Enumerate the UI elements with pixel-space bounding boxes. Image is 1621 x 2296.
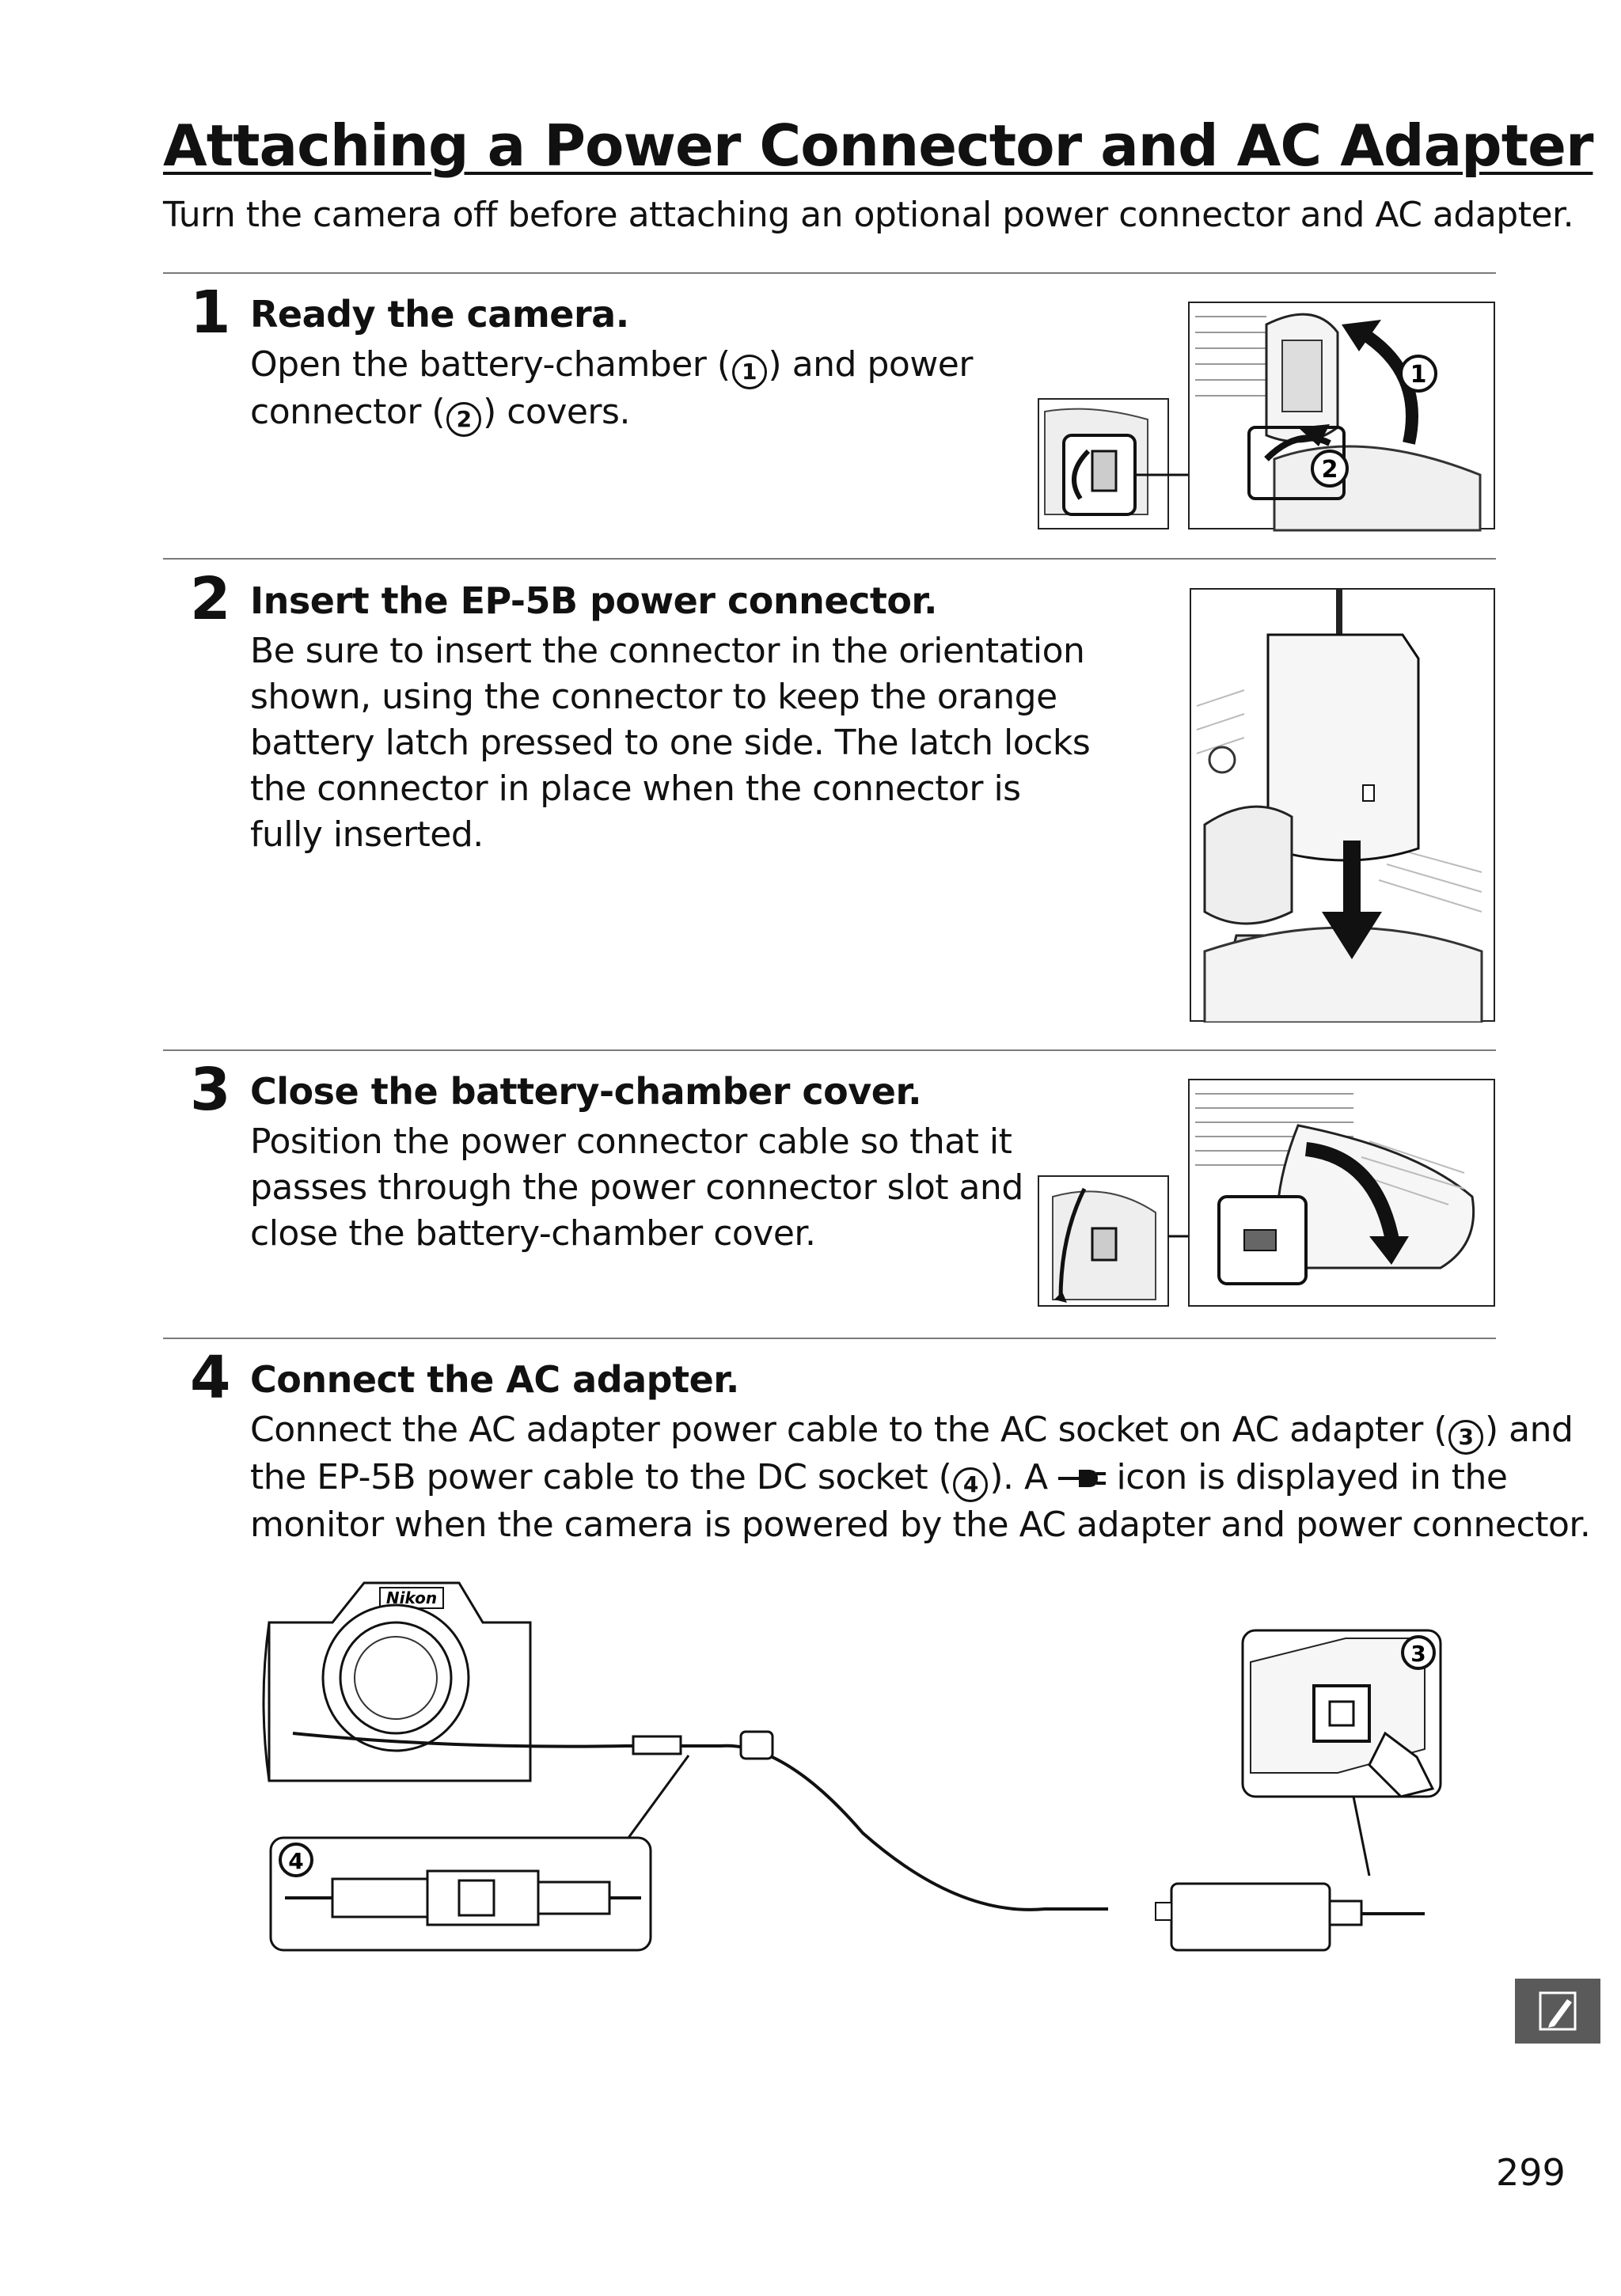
- chapter-tab: [1515, 1979, 1600, 2044]
- divider: [163, 558, 1496, 560]
- step-number: 3: [190, 1056, 231, 1124]
- note-pencil-icon: [1539, 1991, 1577, 2031]
- divider: [163, 272, 1496, 274]
- divider: [163, 1049, 1496, 1051]
- callout-badge: 4: [953, 1467, 989, 1502]
- step-number: 4: [190, 1344, 231, 1412]
- step-number: 1: [190, 279, 231, 347]
- step-body: Connect the AC adapter power cable to th…: [250, 1410, 1591, 1545]
- step-title: Close the battery-chamber cover.: [250, 1070, 922, 1113]
- divider: [163, 1338, 1496, 1339]
- step-title: Ready the camera.: [250, 293, 629, 336]
- callout-2: 2: [1322, 456, 1338, 484]
- close-cover-illustration: [1038, 1079, 1495, 1307]
- step-body: Position the power connector cable so th…: [250, 1121, 1023, 1254]
- intro-text: Turn the camera off before attaching an …: [163, 195, 1574, 235]
- step-body: Be sure to insert the connector in the o…: [250, 631, 1091, 855]
- callout-1: 1: [1410, 361, 1427, 389]
- step-title: Connect the AC adapter.: [250, 1358, 739, 1401]
- callout-4: 4: [288, 1848, 303, 1874]
- ac-plug-icon: [1058, 1456, 1107, 1502]
- callout-badge: 3: [1448, 1420, 1483, 1455]
- ac-adapter-connection-illustration: Nikon 3 4: [262, 1581, 1442, 1952]
- step-body: Open the battery-chamber (1) and power c…: [250, 342, 973, 437]
- open-covers-illustration: 1 2: [1038, 302, 1495, 532]
- page-number: 299: [1496, 2151, 1566, 2194]
- callout-badge: 2: [446, 402, 482, 437]
- insert-connector-illustration: [1190, 588, 1495, 1023]
- callout-3: 3: [1410, 1641, 1425, 1667]
- step-number: 2: [190, 565, 231, 633]
- page-title: Attaching a Power Connector and AC Adapt…: [163, 112, 1593, 179]
- callout-badge: 1: [731, 355, 767, 389]
- step-title: Insert the EP-5B power connector.: [250, 579, 938, 622]
